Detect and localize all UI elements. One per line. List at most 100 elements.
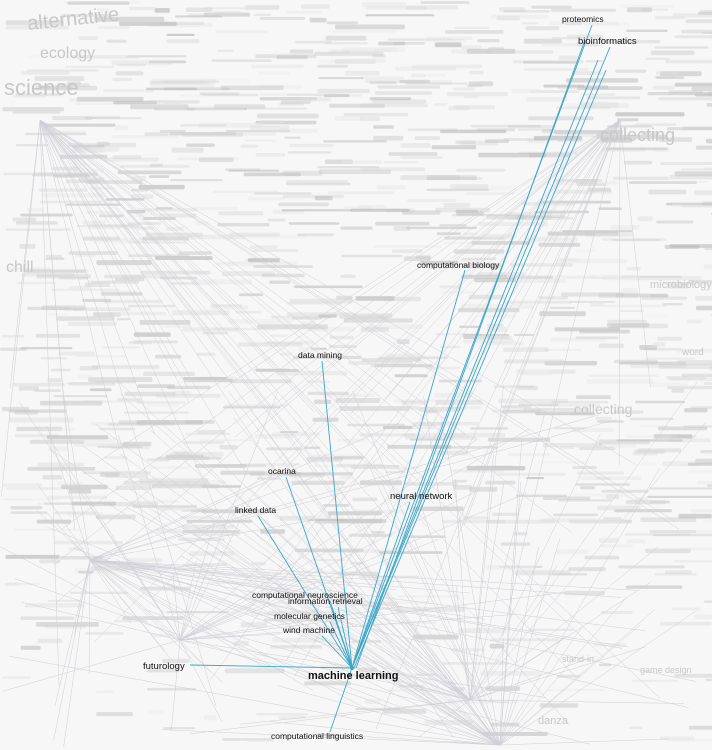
- background-smudge: [79, 366, 99, 371]
- background-smudge: [628, 181, 697, 184]
- node-neural-network[interactable]: neural network: [390, 491, 453, 502]
- background-smudge: [496, 15, 520, 21]
- node-ocarina[interactable]: ocarina: [268, 466, 296, 476]
- node-linked-data[interactable]: linked data: [235, 505, 276, 515]
- background-smudge: [186, 519, 253, 523]
- background-smudge: [458, 308, 520, 313]
- background-smudge: [690, 406, 712, 409]
- background-smudge: [469, 486, 498, 492]
- background-edge: [466, 119, 621, 452]
- background-smudge: [96, 260, 152, 266]
- background-smudge: [652, 341, 665, 347]
- node-information-retrieval[interactable]: information retrieval: [288, 596, 363, 606]
- background-smudge: [183, 378, 233, 383]
- background-smudge: [166, 385, 211, 390]
- background-smudge: [558, 258, 580, 262]
- background-smudge: [542, 496, 590, 500]
- background-smudge: [511, 88, 541, 93]
- background-smudge: [492, 512, 520, 516]
- background-smudge: [454, 26, 490, 29]
- node-computational-linguistics[interactable]: computational linguistics: [271, 731, 363, 741]
- background-smudge: [3, 498, 60, 501]
- background-smudge: [132, 176, 146, 181]
- background-edge: [179, 568, 287, 641]
- background-smudge: [2, 676, 31, 679]
- node-proteomics[interactable]: proteomics: [562, 14, 604, 24]
- background-smudge: [20, 347, 73, 350]
- background-smudge: [352, 313, 393, 319]
- background-smudge: [12, 382, 65, 387]
- background-smudge: [27, 55, 90, 59]
- background-smudge: [240, 622, 267, 628]
- background-smudge: [672, 203, 703, 208]
- background-smudge: [553, 427, 586, 430]
- background-smudge: [84, 117, 142, 120]
- background-smudge: [112, 77, 132, 82]
- node-machine-learning[interactable]: machine learning: [308, 670, 398, 682]
- background-smudge: [144, 132, 169, 136]
- background-smudge: [218, 211, 264, 216]
- background-smudge: [601, 489, 649, 493]
- background-smudge: [523, 38, 562, 44]
- background-smudge: [330, 59, 354, 63]
- background-smudge: [298, 347, 321, 352]
- background-smudge: [67, 321, 117, 326]
- background-edge: [89, 559, 355, 641]
- background-edge: [180, 555, 501, 746]
- background-smudge: [394, 374, 428, 378]
- background-smudge: [565, 20, 582, 26]
- background-smudge: [117, 63, 146, 67]
- background-smudge: [678, 530, 712, 535]
- background-smudge: [84, 98, 125, 101]
- background-smudge: [97, 26, 131, 30]
- node-wind-machine[interactable]: wind machine: [282, 625, 335, 635]
- bg-term-collecting-2: collecting: [574, 401, 632, 417]
- node-futurology[interactable]: futurology: [143, 661, 185, 672]
- background-edge: [74, 559, 91, 635]
- background-smudge: [701, 31, 712, 34]
- background-edge: [9, 655, 501, 746]
- background-smudge: [317, 88, 370, 94]
- background-smudge: [434, 42, 462, 48]
- background-smudge: [4, 582, 20, 586]
- node-computational-biology[interactable]: computational biology: [417, 260, 500, 270]
- background-smudge: [674, 171, 712, 177]
- node-bioinformatics[interactable]: bioinformatics: [578, 36, 637, 47]
- background-smudge: [655, 71, 680, 75]
- background-smudge: [235, 310, 261, 314]
- node-data-mining[interactable]: data mining: [298, 350, 342, 360]
- background-smudge: [662, 281, 712, 285]
- bg-term-stand-in: stand-in: [562, 654, 594, 664]
- background-smudge: [238, 293, 263, 297]
- background-smudge: [102, 346, 140, 349]
- background-edge: [179, 489, 481, 641]
- background-smudge: [340, 226, 373, 230]
- background-smudge: [286, 180, 349, 183]
- background-smudge: [308, 326, 355, 332]
- background-edge: [39, 119, 336, 468]
- background-smudge: [35, 333, 80, 338]
- background-smudge: [575, 336, 619, 340]
- background-smudge: [27, 466, 96, 471]
- background-smudge: [39, 400, 103, 406]
- background-edge: [39, 119, 454, 739]
- background-edge: [263, 119, 621, 491]
- background-smudge: [78, 570, 94, 574]
- background-smudge: [166, 39, 200, 44]
- background-smudge: [94, 16, 165, 22]
- background-smudge: [96, 712, 133, 717]
- background-smudge: [314, 195, 333, 201]
- background-smudge: [523, 68, 589, 71]
- node-molecular-genetics[interactable]: molecular genetics: [274, 611, 345, 621]
- background-smudge: [97, 445, 143, 448]
- background-smudge: [245, 739, 275, 743]
- edge-bioinformatics: [351, 46, 611, 669]
- background-smudge: [253, 13, 272, 16]
- background-edge: [89, 559, 469, 594]
- node-computational-neuroscience[interactable]: computational neuroscience: [252, 590, 358, 600]
- background-smudge: [224, 668, 285, 674]
- background-smudge: [36, 519, 72, 524]
- background-smudge: [626, 435, 672, 438]
- background-smudge: [148, 709, 165, 715]
